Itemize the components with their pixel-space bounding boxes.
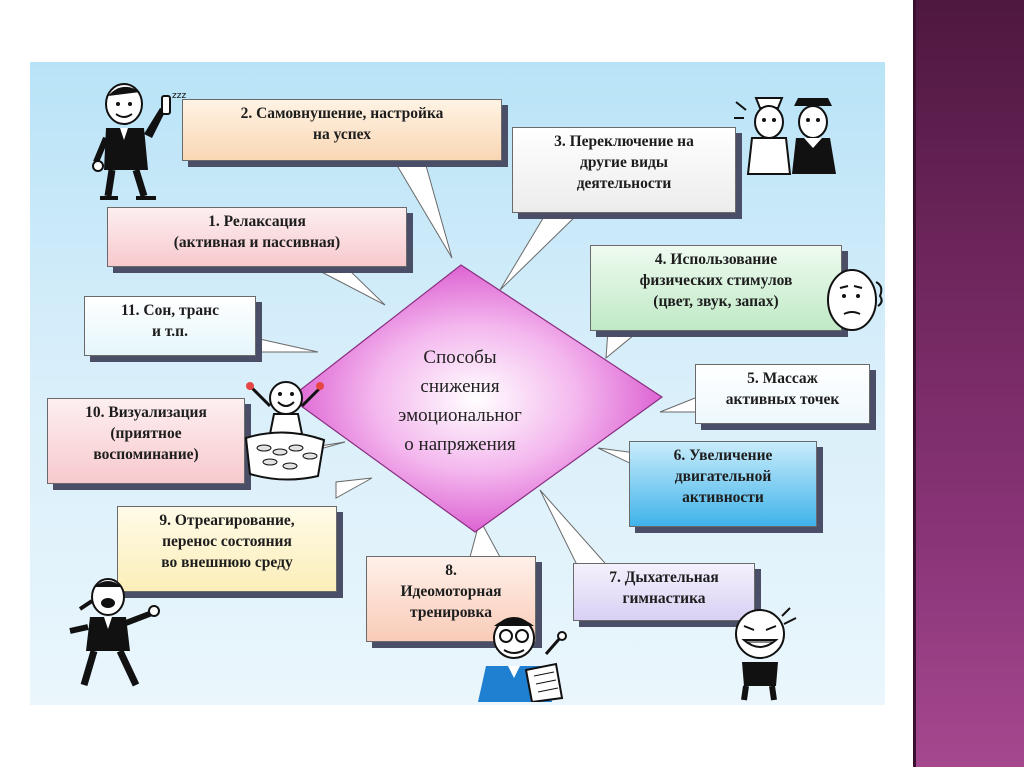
thinking-face-icon [827, 269, 883, 331]
pointer-item-9 [335, 477, 373, 499]
pointer-item-5 [659, 395, 701, 413]
center-line: о напряжения [404, 434, 516, 455]
pointer-item-11 [254, 337, 319, 353]
slide-sidebar-decoration [913, 0, 1024, 767]
box-line: активных точек [725, 391, 840, 408]
svg-text:zzz: zzz [172, 91, 186, 101]
laughing-man-icon [69, 578, 160, 687]
box-line: 2. Самовнушение, настройка [240, 105, 444, 122]
box-line: 6. Увеличение [673, 447, 773, 464]
kid-with-money-icon [244, 381, 326, 481]
central-diamond [289, 264, 664, 533]
item-box-10: 10. Визуализация (приятное воспоминание) [47, 398, 245, 484]
item-box-3: 3. Переключение на другие виды деятельно… [512, 127, 736, 213]
box-line: 4. Использование [654, 251, 778, 268]
man-with-phone-icon: zzz [92, 83, 186, 200]
center-line: Способы [423, 347, 497, 368]
box-line: 10. Визуализация [85, 404, 207, 421]
slide-sidebar-edge [913, 0, 916, 767]
two-people-talking-icon [734, 97, 836, 175]
box-line: двигательной [674, 468, 772, 485]
box-line: (цвет, звук, запах) [653, 293, 779, 310]
box-line: активности [682, 489, 764, 506]
pointer-item-7 [539, 489, 614, 572]
box-line: 7. Дыхательная [609, 569, 719, 586]
box-line: перенос состояния [162, 533, 292, 550]
item-box-2: 2. Самовнушение, настройка на успех [182, 99, 502, 161]
box-line: на успех [313, 126, 371, 143]
box-line: во внешнюю среду [161, 554, 293, 571]
item-box-7: 7. Дыхательная гимнастика [573, 563, 755, 621]
box-line: Идеомоторная [400, 583, 502, 600]
pointer-item-3 [499, 209, 584, 291]
box-line: 5. Массаж [747, 370, 818, 387]
item-box-4: 4. Использование физических стимулов (цв… [590, 245, 842, 331]
pointer-item-1 [309, 265, 386, 306]
item-box-1: 1. Релаксация (активная и пассивная) [107, 207, 407, 267]
box-line: и т.п. [152, 323, 188, 340]
box-line: (приятное [110, 425, 182, 442]
box-line: 11. Сон, транс [120, 302, 219, 319]
box-line: 9. Отреагирование, [159, 512, 295, 529]
box-line: 3. Переключение на [554, 133, 694, 150]
box-line: деятельности [576, 175, 672, 192]
pointer-item-4 [605, 329, 642, 360]
center-line: снижения [420, 376, 500, 397]
box-line: физических стимулов [639, 272, 793, 289]
central-diamond-label: Способы снижения эмоциональног о напряже… [360, 343, 560, 459]
center-line: эмоциональног [398, 405, 522, 426]
box-line: (активная и пассивная) [173, 234, 341, 251]
box-line: 8. [445, 562, 457, 579]
grinning-man-icon [735, 607, 797, 701]
item-box-6: 6. Увеличение двигательной активности [629, 441, 817, 527]
item-box-9: 9. Отреагирование, перенос состояния во … [117, 506, 337, 592]
pointer-item-2 [394, 161, 453, 259]
man-reading-paper-icon [478, 617, 567, 702]
item-box-5: 5. Массаж активных точек [695, 364, 870, 424]
box-line: гимнастика [622, 590, 706, 607]
box-line: 1. Релаксация [208, 213, 306, 230]
item-box-11: 11. Сон, транс и т.п. [84, 296, 256, 356]
box-line: тренировка [410, 604, 492, 621]
box-line: другие виды [580, 154, 668, 171]
box-line: воспоминание) [93, 446, 199, 463]
